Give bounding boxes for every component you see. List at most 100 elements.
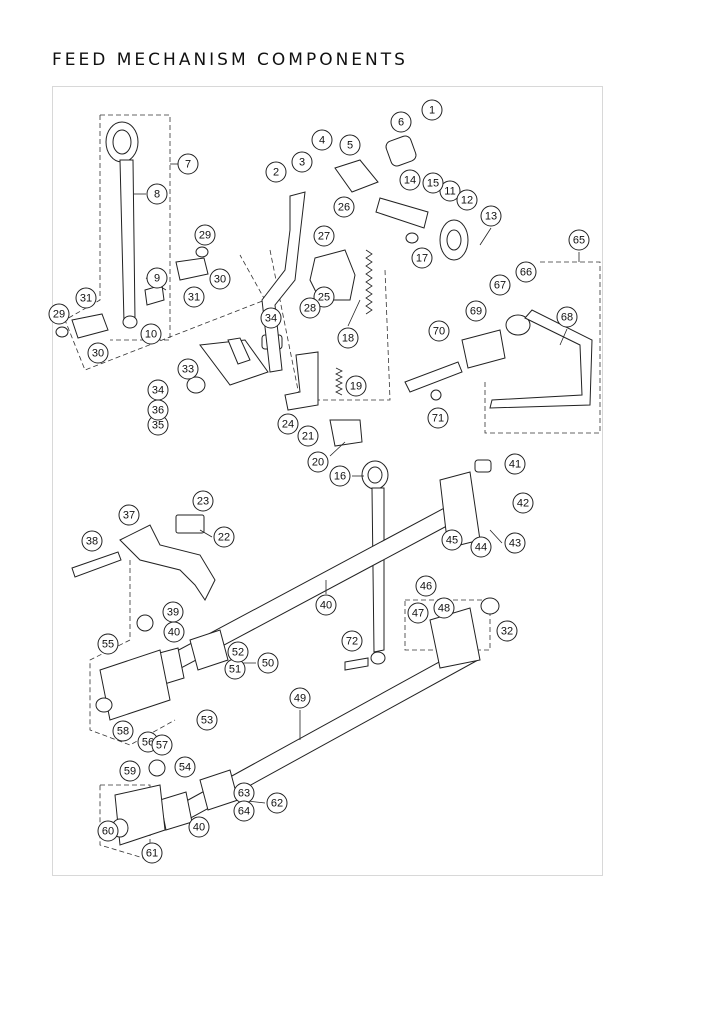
svg-text:25: 25: [318, 292, 330, 304]
svg-text:45: 45: [446, 535, 458, 547]
svg-text:31: 31: [188, 292, 200, 304]
callout-9: 9: [146, 267, 168, 289]
spring-18: [365, 249, 373, 315]
svg-text:21: 21: [302, 431, 314, 443]
svg-text:28: 28: [304, 303, 316, 315]
svg-text:43: 43: [509, 538, 521, 550]
callout-21: 21: [297, 425, 319, 447]
svg-text:17: 17: [416, 253, 428, 265]
callout-46: 46: [415, 575, 437, 597]
callout-4: 4: [311, 129, 333, 151]
svg-text:26: 26: [338, 202, 350, 214]
collar-51: [189, 629, 229, 671]
callout-28: 28: [299, 297, 321, 319]
callout-70: 70: [428, 320, 450, 342]
callout-65: 65: [568, 229, 590, 251]
feed-dog-22: [175, 514, 205, 534]
callout-47: 47: [407, 602, 429, 624]
callout-50: 50: [257, 652, 279, 674]
group-outline-66: [484, 261, 601, 434]
svg-text:16: 16: [334, 471, 346, 483]
callout-58: 58: [112, 720, 134, 742]
svg-text:6: 6: [398, 117, 404, 129]
callout-66: 66: [515, 261, 537, 283]
svg-text:64: 64: [238, 806, 250, 818]
callout-43: 43: [504, 532, 526, 554]
callout-31: 31: [75, 287, 97, 309]
svg-text:22: 22: [218, 532, 230, 544]
svg-text:35: 35: [152, 420, 164, 432]
callout-7: 7: [177, 153, 199, 175]
leader-line-69: [559, 328, 568, 346]
callout-2: 2: [265, 161, 287, 183]
svg-text:70: 70: [433, 326, 445, 338]
svg-text:33: 33: [182, 364, 194, 376]
callout-68: 68: [556, 306, 578, 328]
callout-34: 34: [147, 379, 169, 401]
arm-37: [119, 524, 216, 601]
svg-text:63: 63: [238, 788, 250, 800]
svg-text:15: 15: [427, 178, 439, 190]
svg-text:67: 67: [494, 280, 506, 292]
svg-text:46: 46: [420, 581, 432, 593]
svg-text:29: 29: [199, 230, 211, 242]
link-30-upper: [175, 257, 209, 281]
svg-text:58: 58: [117, 726, 129, 738]
callout-69: 69: [465, 300, 487, 322]
callout-42: 42: [512, 492, 534, 514]
callout-53: 53: [196, 709, 218, 731]
svg-text:23: 23: [197, 496, 209, 508]
callout-64: 64: [233, 800, 255, 822]
svg-text:66: 66: [520, 267, 532, 279]
callout-49: 49: [289, 687, 311, 709]
eccentric-70: [461, 329, 506, 369]
callout-13: 13: [480, 205, 502, 227]
callout-33: 33: [177, 358, 199, 380]
callout-29: 29: [48, 303, 70, 325]
svg-text:62: 62: [271, 798, 283, 810]
callout-48: 48: [433, 597, 455, 619]
callout-22: 22: [213, 526, 235, 548]
callout-18: 18: [337, 327, 359, 349]
svg-text:39: 39: [167, 607, 179, 619]
callout-54: 54: [174, 756, 196, 778]
svg-text:36: 36: [152, 405, 164, 417]
svg-text:40: 40: [168, 627, 180, 639]
svg-text:18: 18: [342, 333, 354, 345]
callout-20: 20: [307, 451, 329, 473]
svg-text:42: 42: [517, 498, 529, 510]
svg-text:53: 53: [201, 715, 213, 727]
connecting-rod: [119, 159, 136, 323]
callout-67: 67: [489, 274, 511, 296]
feed-lever-2: [261, 191, 306, 373]
callout-19: 19: [345, 375, 367, 397]
svg-text:55: 55: [102, 639, 114, 651]
svg-text:49: 49: [294, 693, 306, 705]
callout-40: 40: [163, 621, 185, 643]
svg-text:4: 4: [319, 135, 325, 147]
group-outline-30: [64, 115, 266, 371]
svg-text:7: 7: [185, 159, 191, 171]
callout-25: 25: [313, 286, 335, 308]
svg-text:11: 11: [444, 186, 455, 198]
svg-text:47: 47: [412, 608, 424, 620]
svg-text:41: 41: [509, 459, 521, 471]
callout-38: 38: [81, 530, 103, 552]
callout-30: 30: [209, 268, 231, 290]
svg-text:51: 51: [229, 664, 241, 676]
plate-20: [329, 419, 363, 447]
callout-63: 63: [233, 782, 255, 804]
callout-14: 14: [399, 169, 421, 191]
callout-29: 29: [194, 224, 216, 246]
svg-text:61: 61: [146, 848, 158, 860]
svg-text:10: 10: [145, 329, 157, 341]
group-outline-47: [404, 599, 491, 651]
svg-text:20: 20: [312, 457, 324, 469]
shaft-14: [375, 197, 429, 229]
svg-text:52: 52: [232, 647, 244, 659]
svg-text:40: 40: [193, 822, 205, 834]
svg-text:30: 30: [214, 274, 226, 286]
svg-text:56: 56: [142, 737, 154, 749]
group-outline-18: [269, 249, 391, 401]
callout-52: 52: [227, 641, 249, 663]
